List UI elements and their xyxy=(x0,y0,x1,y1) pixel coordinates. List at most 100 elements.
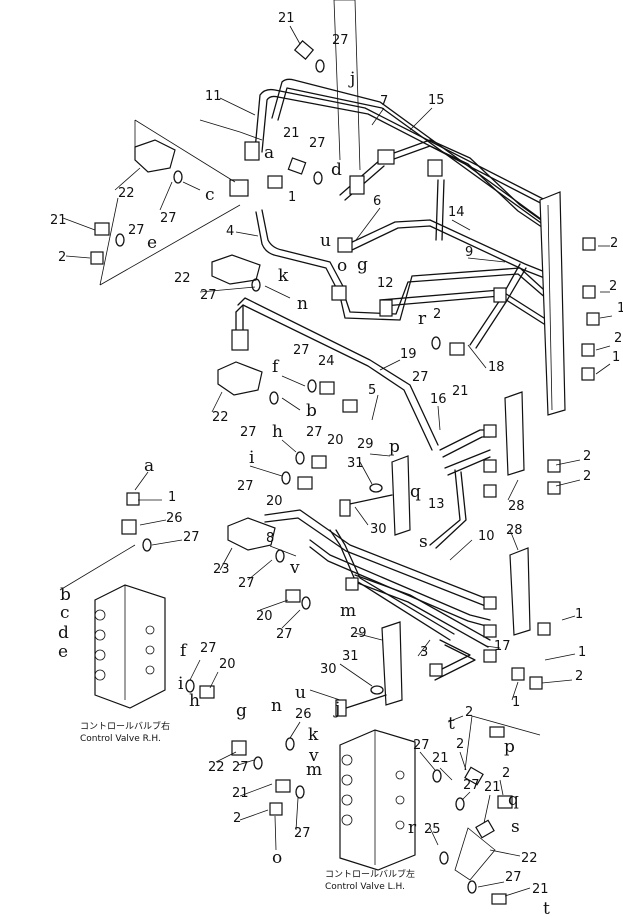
valve-caption-english: Control Valve R.H. xyxy=(80,734,161,744)
valve-caption-japanese: コントロールバルブ右 xyxy=(80,720,170,732)
connection-letter-label: g xyxy=(236,701,247,721)
connection-letter-label: a xyxy=(264,143,274,163)
part-number-label: 27 xyxy=(160,211,177,226)
connection-letter-label: g xyxy=(357,255,368,275)
part-number-label: 21 xyxy=(278,11,295,26)
connection-letter-label: u xyxy=(295,683,306,703)
connection-letter-label: r xyxy=(408,818,417,838)
part-number-label: 1 xyxy=(512,695,520,710)
part-number-label: 21 xyxy=(50,213,67,228)
connection-letter-label: c xyxy=(60,603,70,623)
part-number-label: 27 xyxy=(128,223,145,238)
part-number-label: 14 xyxy=(448,205,465,220)
connection-letter-label: v xyxy=(308,746,319,766)
connection-letter-label: n xyxy=(297,294,308,314)
connection-letter-label: b xyxy=(60,585,71,605)
connection-letter-label: f xyxy=(272,357,280,377)
part-number-label: 2 xyxy=(583,449,591,464)
part-number-label: 27 xyxy=(200,641,217,656)
connection-letter-label: q xyxy=(410,482,421,502)
part-number-label: 16 xyxy=(430,392,447,407)
part-number-label: 27 xyxy=(183,530,200,545)
part-number-label: 17 xyxy=(494,639,511,654)
control-valve-lh xyxy=(339,729,416,871)
part-number-label: 1 xyxy=(575,607,583,622)
part-number-label: 21 xyxy=(283,126,300,141)
leader-lines xyxy=(59,0,613,897)
connection-letter-label: n xyxy=(271,696,282,716)
part-number-label: 12 xyxy=(377,276,394,291)
part-number-label: 23 xyxy=(213,562,230,577)
part-number-label: 28 xyxy=(506,523,523,538)
part-number-label: 27 xyxy=(306,425,323,440)
part-number-label: 11 xyxy=(205,89,222,104)
part-number-label: 6 xyxy=(373,194,381,209)
part-number-label: 30 xyxy=(370,522,387,537)
connection-letter-label: q xyxy=(508,790,519,810)
part-number-label: 2 xyxy=(610,236,618,251)
part-number-label: 22 xyxy=(521,851,538,866)
part-number-label: 27 xyxy=(232,760,249,775)
part-number-label: 1 xyxy=(612,350,620,365)
fittings xyxy=(90,40,600,905)
connection-letter-label: a xyxy=(144,456,154,476)
part-number-label: 22 xyxy=(208,760,225,775)
part-number-label: 21 xyxy=(232,786,249,801)
part-number-label: 22 xyxy=(118,186,135,201)
part-number-label: 27 xyxy=(237,479,254,494)
valve-caption-japanese: コントロールバルブ左 xyxy=(325,868,415,880)
part-number-label: 25 xyxy=(424,822,441,837)
part-number-label: 27 xyxy=(309,136,326,151)
connection-letter-label: o xyxy=(337,256,347,276)
part-number-label: 29 xyxy=(357,437,374,452)
part-number-label: 21 xyxy=(484,780,501,795)
part-number-label: 20 xyxy=(327,433,344,448)
part-number-label: 27 xyxy=(240,425,257,440)
part-number-label: 21 xyxy=(532,882,549,897)
connection-letter-label: m xyxy=(306,760,322,780)
connection-letter-label: d xyxy=(331,160,342,180)
part-number-label: 20 xyxy=(266,494,283,509)
part-number-label: 3 xyxy=(420,645,428,660)
part-number-label: 27 xyxy=(276,627,293,642)
part-number-label: 2 xyxy=(433,307,441,322)
part-number-label: 20 xyxy=(219,657,236,672)
part-number-label: 21 xyxy=(452,384,469,399)
part-number-label: 30 xyxy=(320,662,337,677)
adapter-blocks xyxy=(134,139,263,396)
part-number-label: 27 xyxy=(505,870,522,885)
connection-letter-label: i xyxy=(249,448,255,468)
part-number-label: 27 xyxy=(413,738,430,753)
part-number-label: 31 xyxy=(347,456,364,471)
part-number-label: 27 xyxy=(463,778,480,793)
part-number-label: 15 xyxy=(428,93,445,108)
connection-letter-label: u xyxy=(320,231,331,251)
connection-letter-label: b xyxy=(306,401,317,421)
connection-letter-label: k xyxy=(308,725,319,745)
part-number-label: 2 xyxy=(465,705,473,720)
part-number-label: 26 xyxy=(166,511,183,526)
part-number-label: 7 xyxy=(380,94,388,109)
part-number-label: 2 xyxy=(575,669,583,684)
control-valve-rh xyxy=(94,584,166,709)
part-number-label: 19 xyxy=(400,347,417,362)
part-number-label: 4 xyxy=(226,224,234,239)
connection-letter-label: i xyxy=(178,674,184,694)
connection-letter-label: t xyxy=(448,714,455,734)
part-number-label: 2 xyxy=(456,737,464,752)
part-number-label: 2 xyxy=(58,250,66,265)
connection-letter-label: f xyxy=(180,641,188,661)
upper-tube-bundle xyxy=(229,78,566,451)
part-number-label: 5 xyxy=(368,383,376,398)
part-number-label: 10 xyxy=(478,529,495,544)
part-number-label: 29 xyxy=(350,626,367,641)
connection-letter-label: s xyxy=(419,532,428,552)
part-number-label: 2 xyxy=(614,331,622,346)
part-number-label: 28 xyxy=(508,499,525,514)
connection-letter-label: k xyxy=(278,266,289,286)
connection-letter-label: p xyxy=(504,737,515,757)
part-number-label: 2 xyxy=(583,469,591,484)
part-number-label: 27 xyxy=(294,826,311,841)
